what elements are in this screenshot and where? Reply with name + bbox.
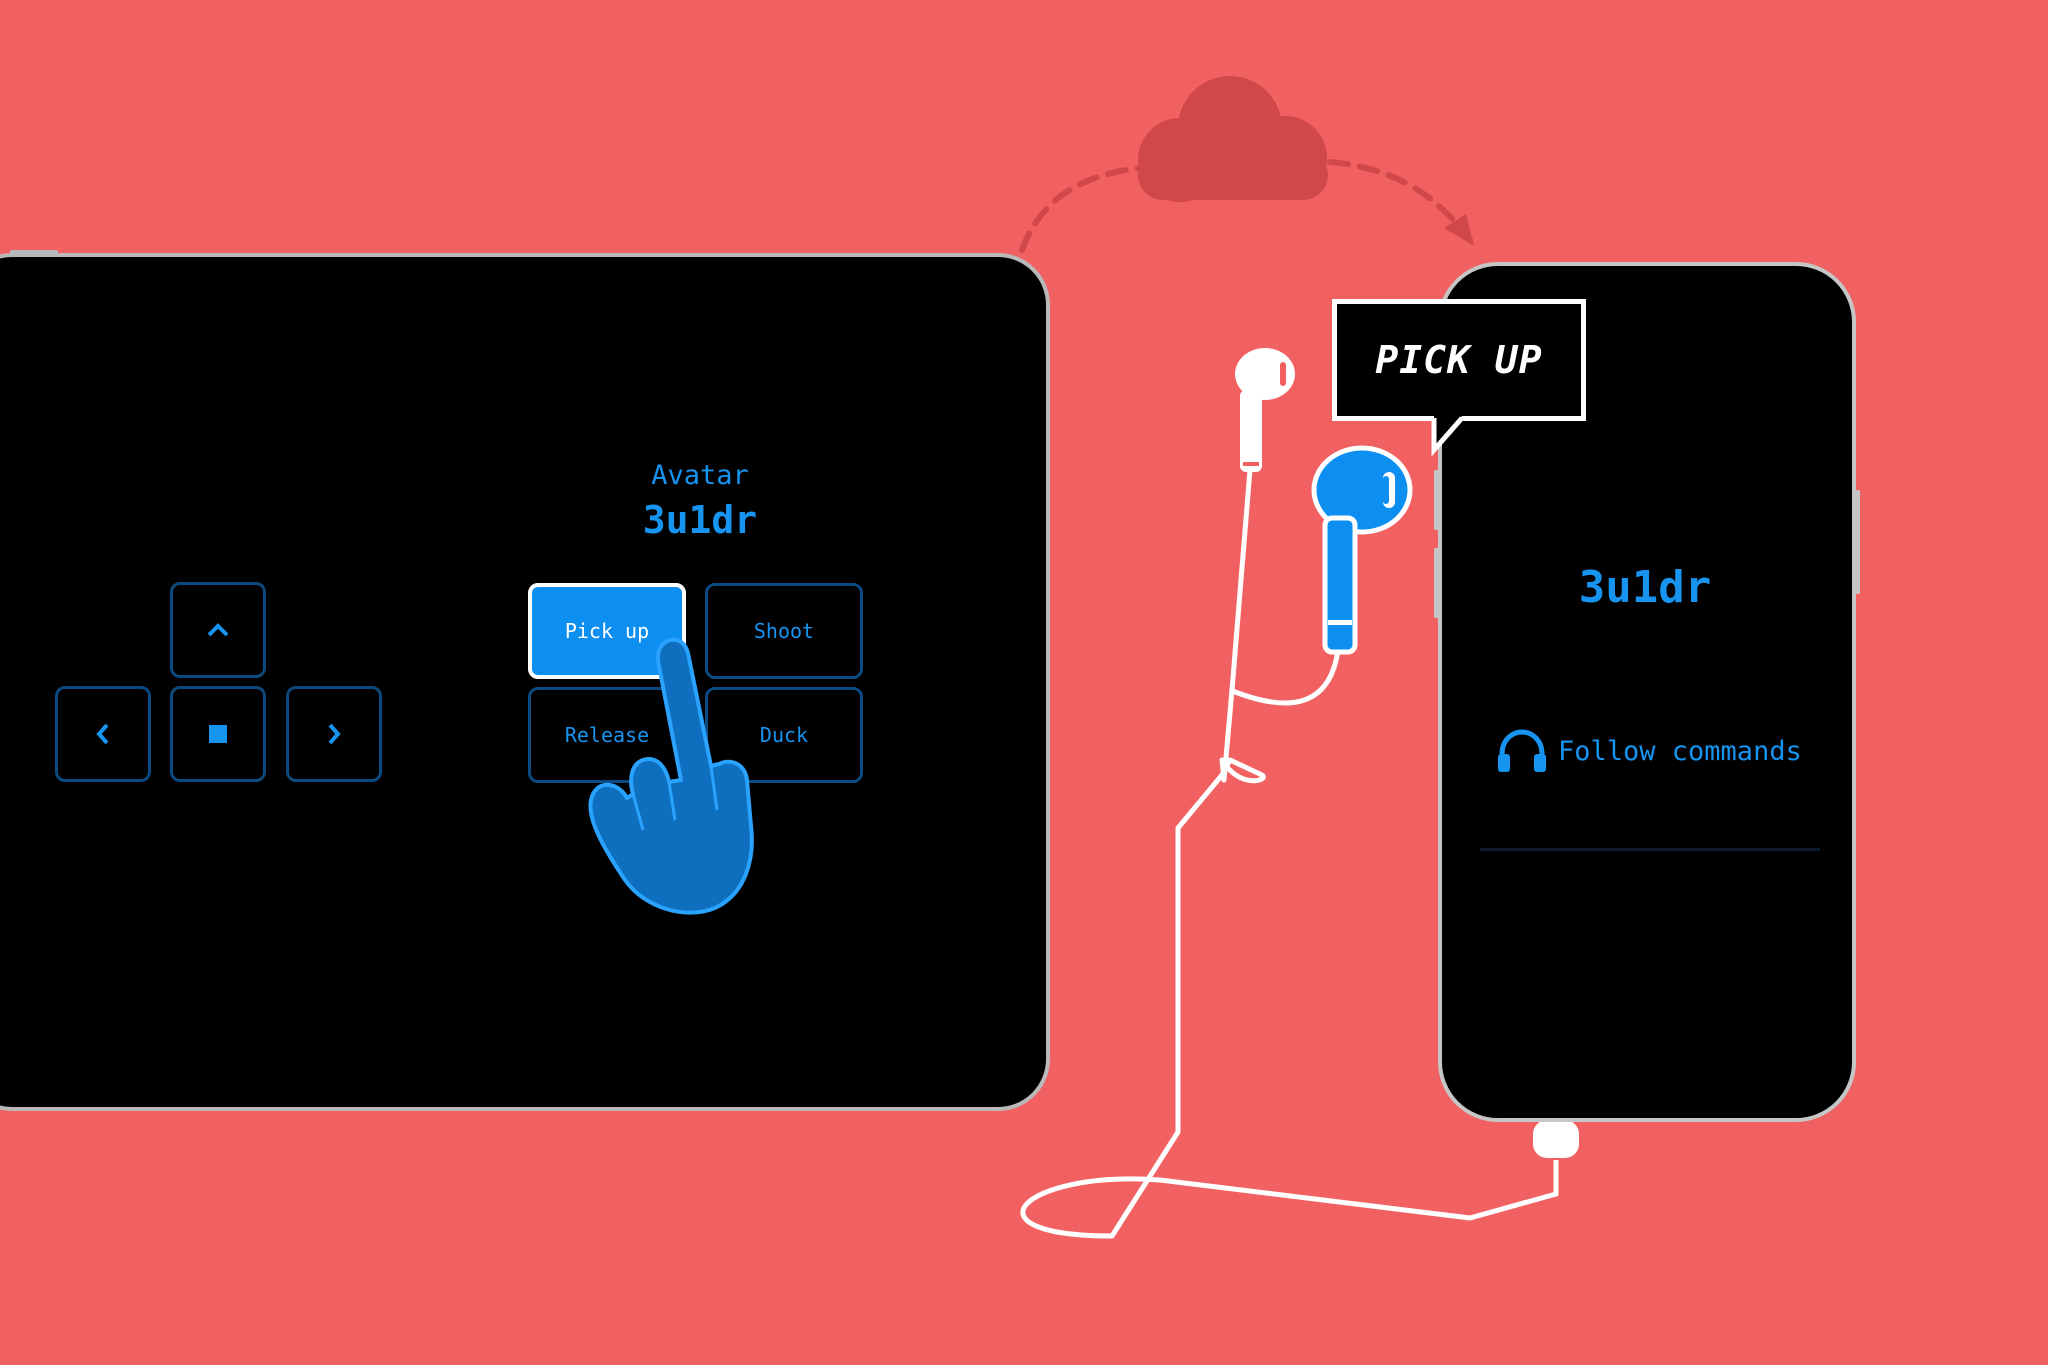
white-earbud-icon: [1235, 348, 1295, 472]
phone-volume-up: [1434, 470, 1439, 530]
phone-volume-down: [1434, 548, 1439, 618]
phone-power-button: [1855, 490, 1860, 594]
follow-commands-row[interactable]: Follow commands: [1496, 726, 1836, 776]
blue-bud-cable: [1229, 649, 1341, 706]
pointing-hand-icon: [588, 637, 754, 915]
stop-square-icon: [209, 725, 227, 743]
earphone-cable: [1020, 469, 1559, 1239]
shoot-button[interactable]: Shoot: [705, 583, 863, 679]
speech-bubble-tail: [1431, 414, 1464, 457]
arc-arrowhead: [1444, 214, 1474, 246]
follow-commands-label: Follow commands: [1558, 735, 1802, 767]
headphones-icon: [1498, 729, 1546, 772]
dpad-left-button[interactable]: [55, 686, 151, 782]
phone-divider: [1480, 848, 1820, 851]
blue-earbud-icon: [1311, 445, 1413, 655]
tablet-screen: [0, 253, 1050, 1111]
avatar-name: 3u1dr: [642, 498, 758, 542]
tablet-top-button: [10, 250, 58, 255]
speech-bubble: PICK UP: [1332, 299, 1586, 421]
chevron-left-icon: [96, 723, 109, 745]
dpad-up-button[interactable]: [170, 582, 266, 678]
phone-avatar-name: 3u1dr: [1578, 562, 1712, 613]
speech-bubble-text: PICK UP: [1375, 338, 1543, 382]
avatar-label: Avatar: [651, 460, 749, 491]
dpad-stop-button[interactable]: [170, 686, 266, 782]
cloud-icon: [1138, 76, 1328, 202]
charging-connector-icon: [1533, 1120, 1579, 1158]
dpad-right-button[interactable]: [286, 686, 382, 782]
chevron-right-icon: [328, 723, 341, 745]
chevron-up-icon: [207, 623, 229, 637]
